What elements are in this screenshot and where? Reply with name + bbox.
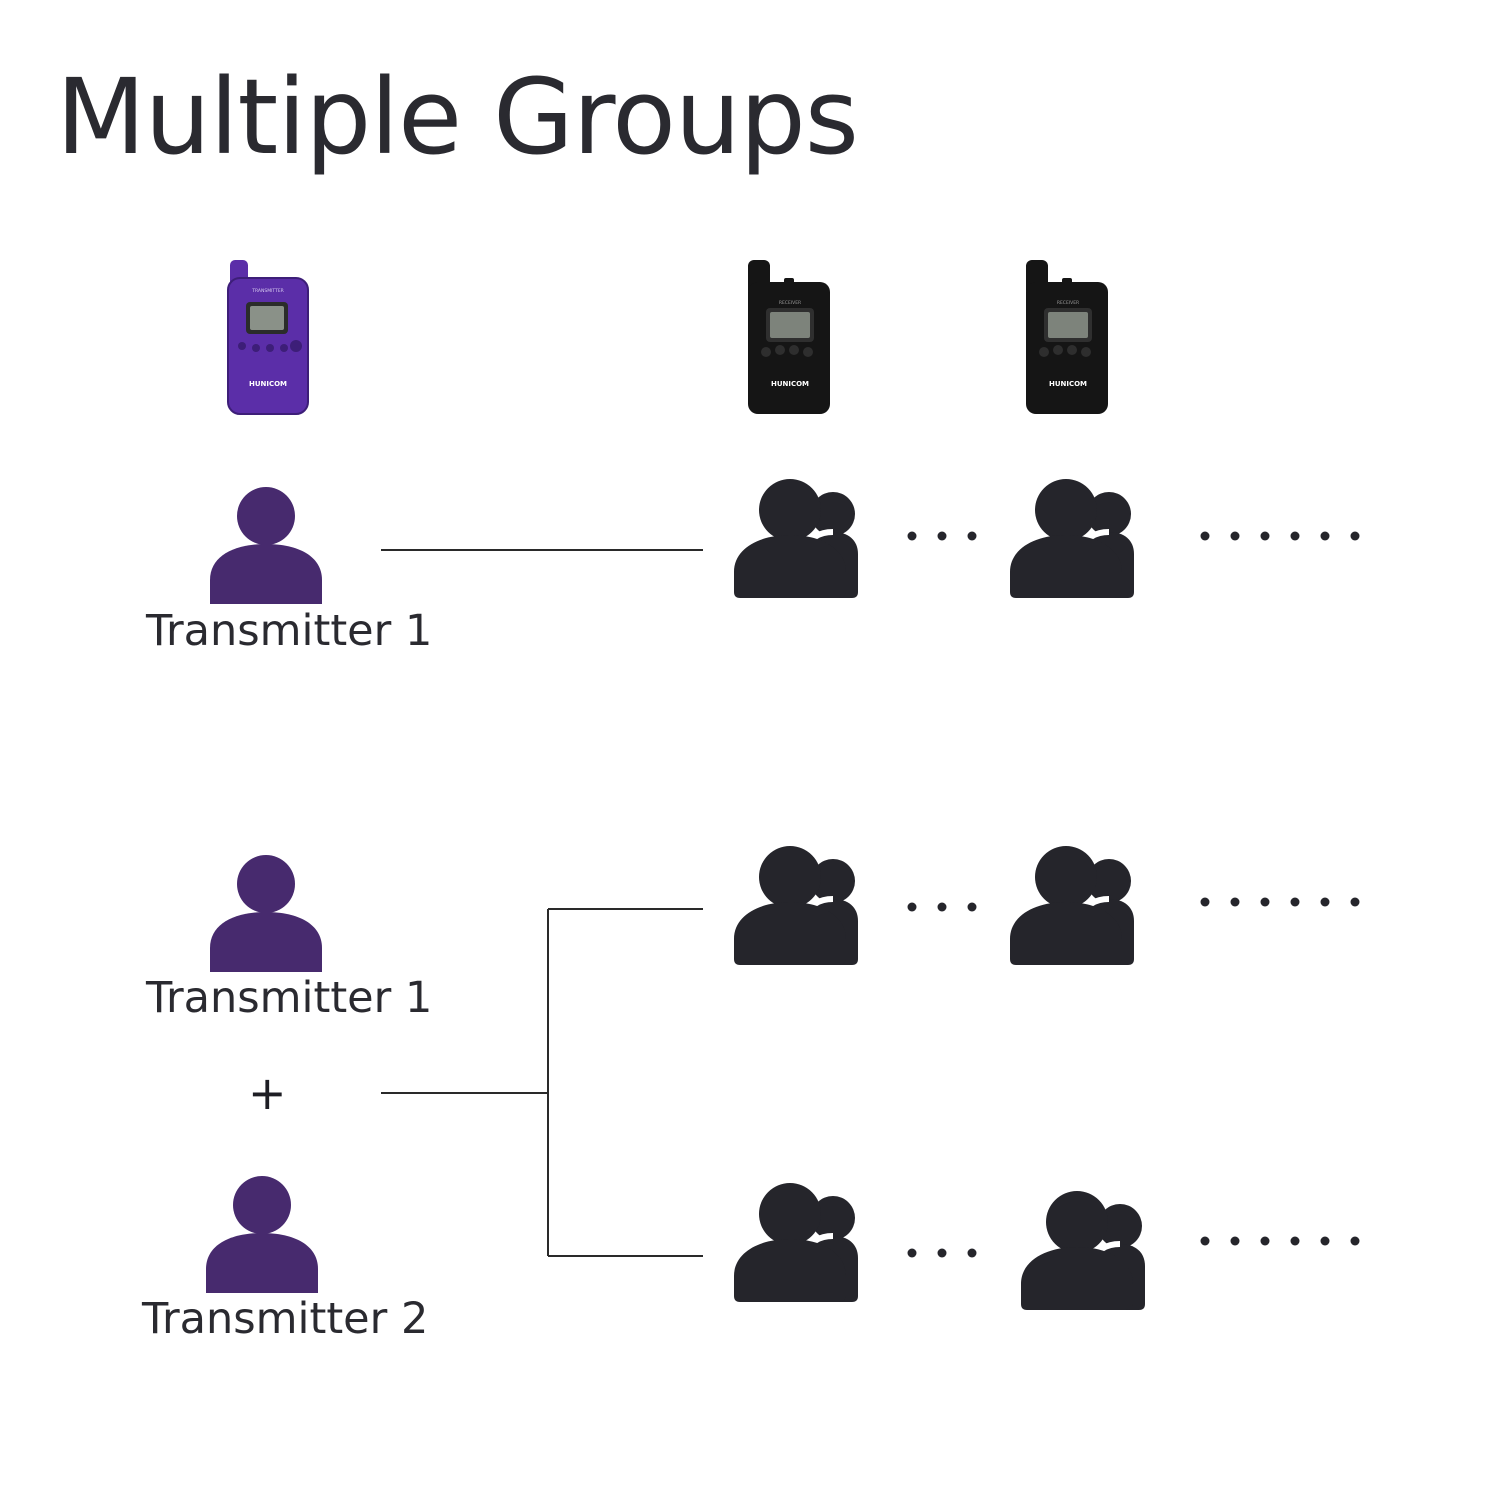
plus-sign: + xyxy=(248,1066,287,1120)
transmitter-device-brand: HUNICOM xyxy=(249,380,287,388)
ellipsis-long-s2-top xyxy=(1200,897,1360,907)
ellipsis-long-s2-bottom xyxy=(1200,1236,1360,1246)
receiver-device-image-1: RECEIVER HUNICOM xyxy=(748,260,830,414)
receiver-group-icon-s2-top-a xyxy=(734,846,858,965)
receiver-group-icon-s2-bottom-b xyxy=(1021,1191,1145,1310)
transmitter-1b-label: Transmitter 1 xyxy=(146,973,433,1023)
transmitter-1b-person-icon xyxy=(210,855,322,972)
page-title: Multiple Groups xyxy=(56,56,859,178)
transmitter-1-label: Transmitter 1 xyxy=(146,606,433,656)
transmitter-device-role-text: TRANSMITTER xyxy=(251,288,284,294)
receiver-group-icon-s1-a xyxy=(734,479,858,598)
ellipsis-short-s2-top xyxy=(907,902,977,912)
receiver-group-icon-s1-b xyxy=(1010,479,1134,598)
receiver-device-image-2: RECEIVER HUNICOM xyxy=(1026,260,1108,414)
branch-connector-s2 xyxy=(381,908,703,1257)
receiver-device-brand-2: HUNICOM xyxy=(1049,380,1087,388)
transmitter-device-image: TRANSMITTER HUNICOM xyxy=(227,260,309,415)
receiver-group-icon-s2-top-b xyxy=(1010,846,1134,965)
transmitter-2-label: Transmitter 2 xyxy=(142,1294,429,1344)
ellipsis-long-s1 xyxy=(1200,531,1360,541)
receiver-device-brand-1: HUNICOM xyxy=(771,380,809,388)
ellipsis-short-s1 xyxy=(907,531,977,541)
receiver-device-role-text-2: RECEIVER xyxy=(1057,300,1079,306)
receiver-group-icon-s2-bottom-a xyxy=(734,1183,858,1302)
transmitter-1-person-icon xyxy=(210,487,322,604)
transmitter-2-person-icon xyxy=(206,1176,318,1293)
ellipsis-short-s2-bottom xyxy=(907,1248,977,1258)
receiver-device-role-text-1: RECEIVER xyxy=(779,300,801,306)
